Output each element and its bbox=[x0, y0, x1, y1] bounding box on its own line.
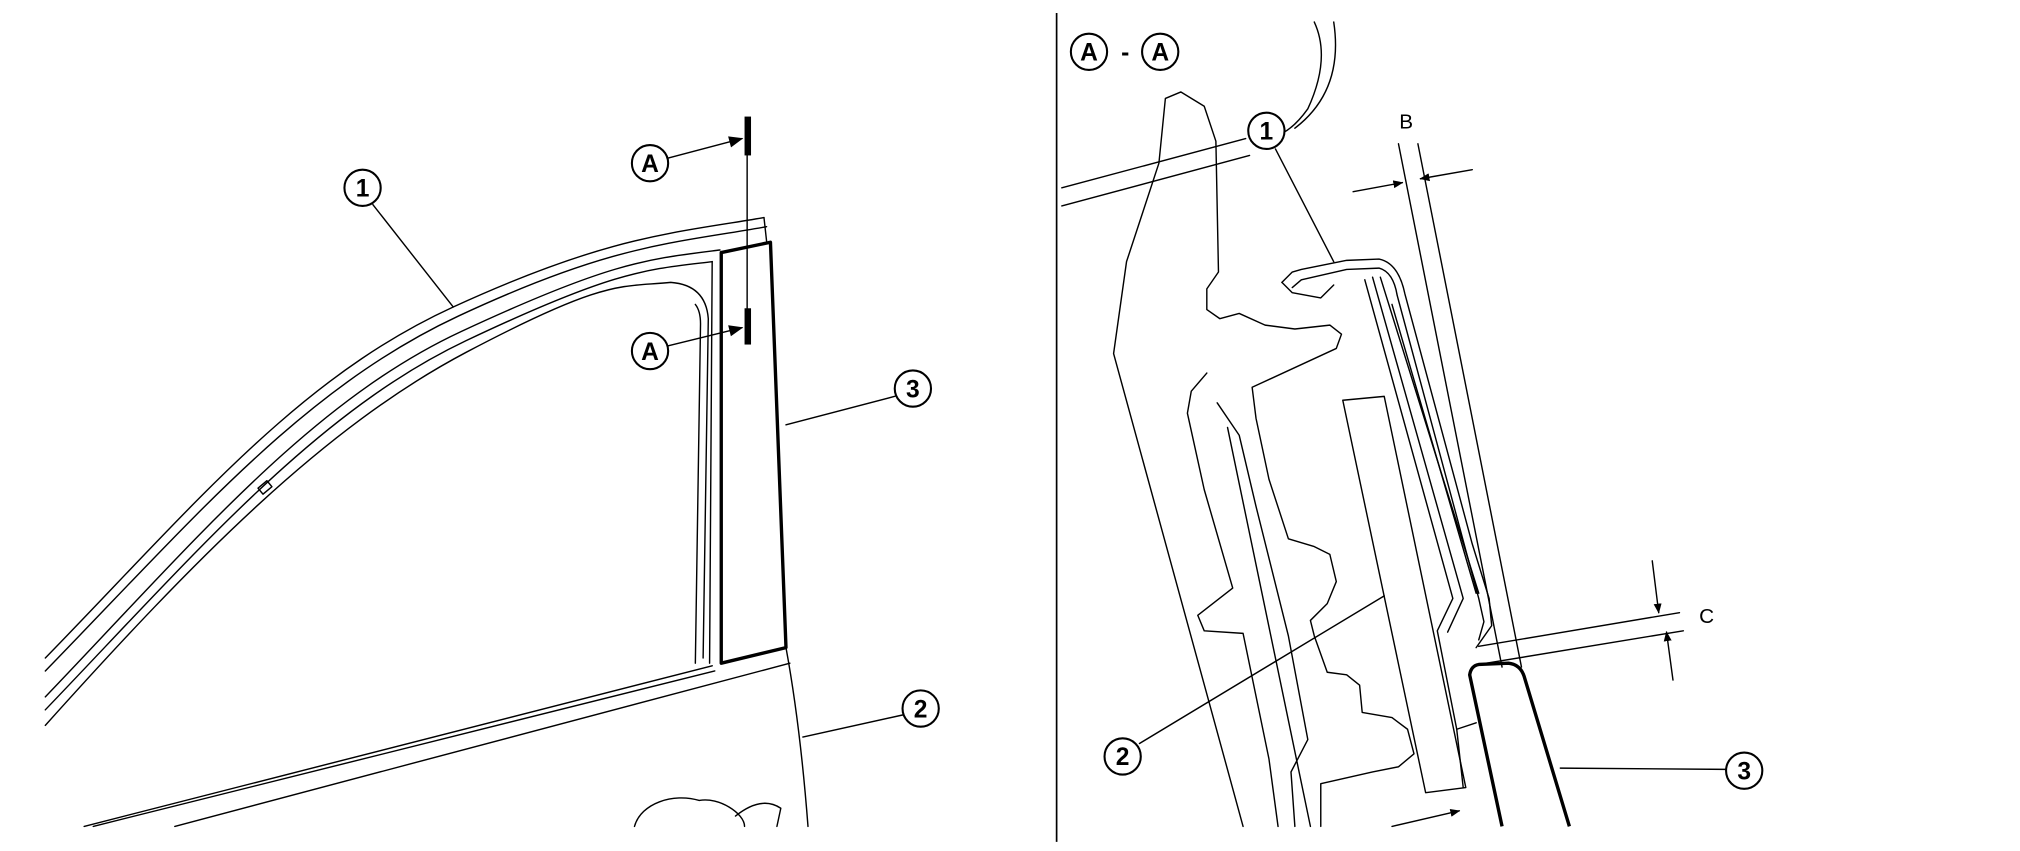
callout-1-label: 1 bbox=[356, 176, 370, 203]
section-title-right: A bbox=[1151, 40, 1169, 67]
callout-3-section: 3 bbox=[1725, 751, 1764, 790]
door-side-view: A A 1 3 2 bbox=[44, 116, 940, 828]
pillar-finisher bbox=[719, 240, 788, 665]
body-pillar-section bbox=[1112, 91, 1415, 828]
callout-3-label: 3 bbox=[906, 376, 920, 403]
callout-1-section: 1 bbox=[1247, 111, 1286, 150]
section-title-separator: - bbox=[1121, 40, 1129, 67]
window-frame bbox=[44, 260, 713, 727]
section-marker-bottom: A bbox=[630, 331, 670, 371]
callout-2-left: 2 bbox=[901, 689, 940, 728]
dimension-b-label: B bbox=[1399, 110, 1413, 133]
section-line-a bbox=[667, 116, 752, 347]
callout-2-section-label: 2 bbox=[1116, 744, 1130, 771]
section-a-a-view: A - A bbox=[1061, 21, 1764, 828]
section-title-left: A bbox=[1080, 40, 1098, 67]
section-title: A - A bbox=[1069, 32, 1180, 71]
section-marker-top-label: A bbox=[641, 151, 659, 178]
callout-3-left: 3 bbox=[893, 369, 933, 408]
mirror-outline bbox=[633, 797, 782, 828]
dimension-b: B bbox=[1352, 110, 1523, 668]
pillar-finisher-section bbox=[1467, 661, 1571, 827]
roof-panel-section bbox=[1061, 21, 1337, 207]
callout-1-left: 1 bbox=[343, 168, 382, 207]
roof-molding bbox=[44, 216, 768, 711]
molding-clip-section bbox=[1281, 258, 1493, 789]
callout-3-section-label: 3 bbox=[1737, 758, 1751, 785]
bottom-arrow bbox=[1391, 808, 1461, 828]
door-panel-section bbox=[1342, 395, 1467, 794]
callout-1-section-label: 1 bbox=[1260, 119, 1274, 146]
dimension-c-label: C bbox=[1699, 605, 1714, 628]
door-panel bbox=[83, 646, 809, 828]
section-marker-bottom-label: A bbox=[641, 339, 659, 366]
dimension-c: C bbox=[1478, 560, 1714, 681]
callout-2-label: 2 bbox=[914, 696, 928, 723]
section-marker-top: A bbox=[630, 144, 670, 183]
callout-2-section: 2 bbox=[1103, 737, 1142, 776]
